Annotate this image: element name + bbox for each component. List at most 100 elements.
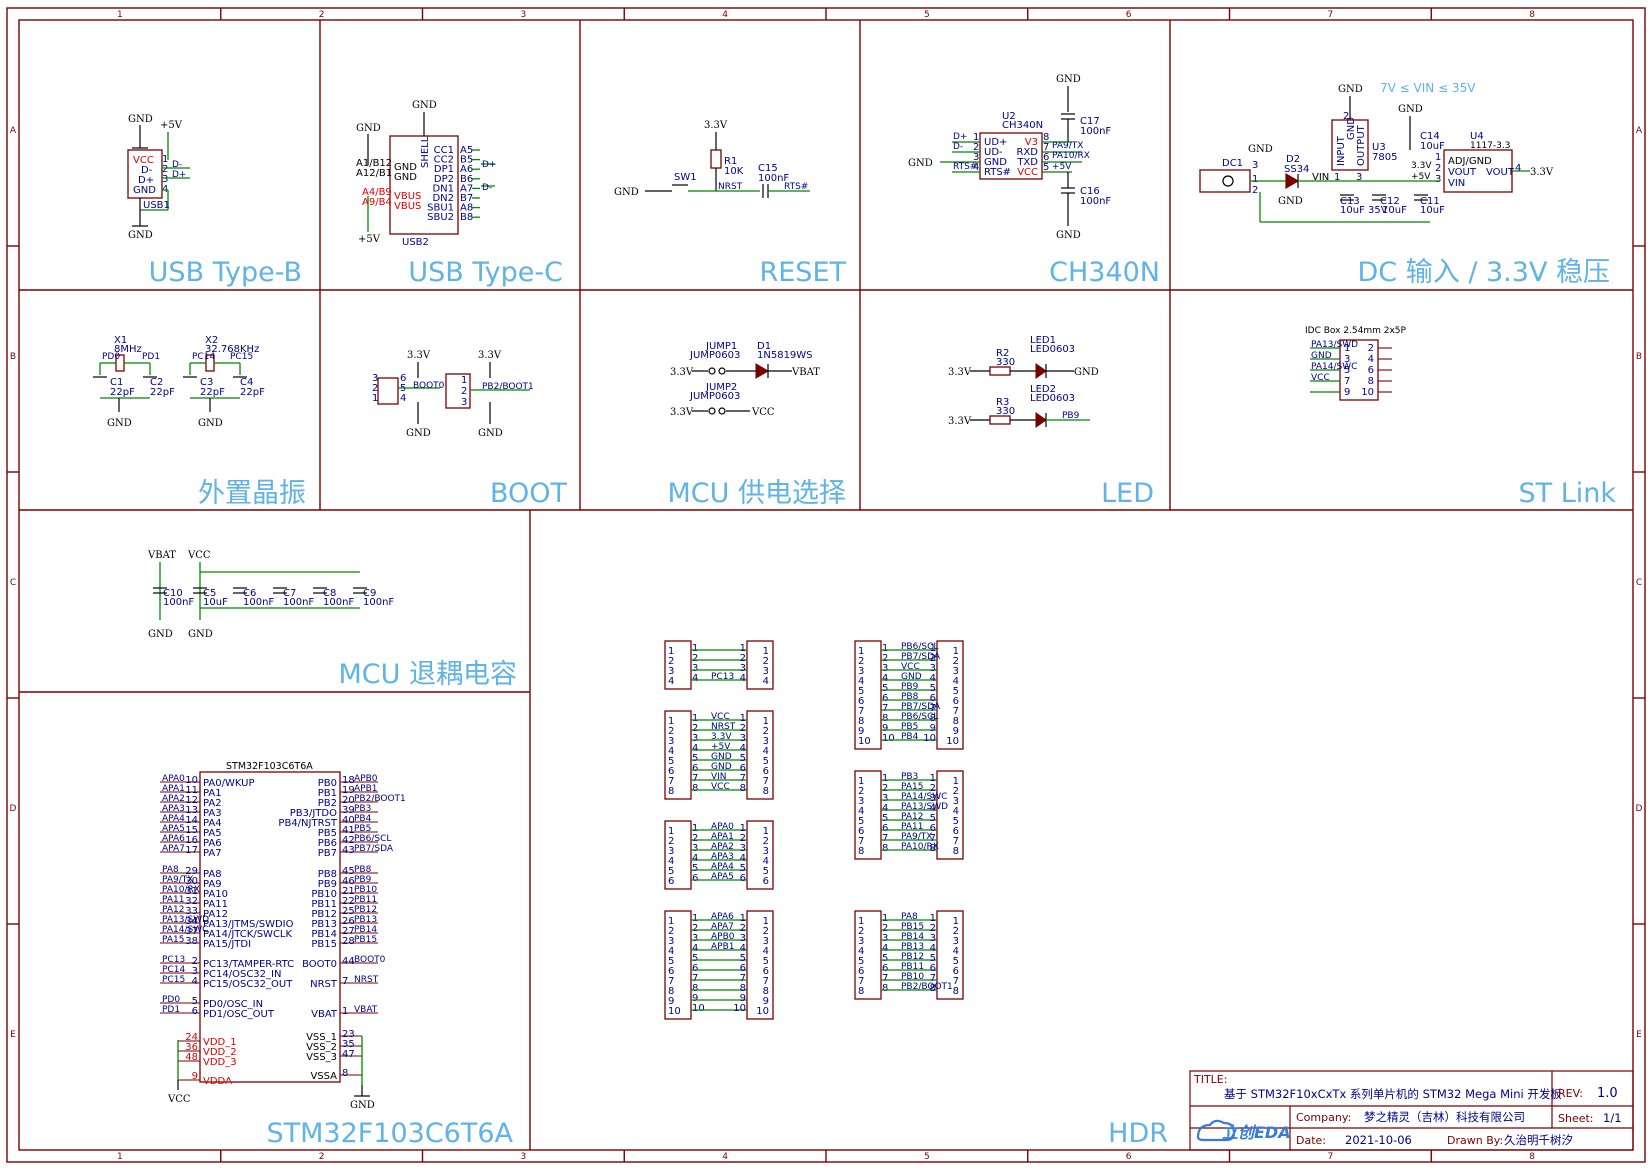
dc-pin-num: 1 [1252, 174, 1258, 185]
header-pin-num: 2 [953, 926, 959, 937]
boot1-header [445, 373, 471, 409]
net-label: PA9/TX [901, 832, 932, 842]
header-pin-num: 3 [692, 843, 698, 854]
mcu-pin-name: PB2 [318, 798, 337, 809]
sheet-value: 1/1 [1603, 1111, 1622, 1125]
gnd-label: GND [128, 230, 153, 241]
dc-jack [1199, 169, 1251, 193]
net-label: D- [482, 183, 492, 193]
header-pin-num: 5 [858, 686, 864, 697]
header-left [854, 640, 882, 750]
u4-pin: VIN [1448, 178, 1465, 189]
net-label: NRST [711, 722, 736, 732]
vcc-label: VCC [167, 1094, 191, 1105]
net-label: PA13/SWD [1311, 340, 1358, 350]
header-pin-num: 8 [740, 783, 746, 794]
header-pin-num: 2 [763, 656, 769, 667]
reset-block: 3.3V R1 10K GND SW1 NRST C15 100nF RTS# [614, 120, 810, 198]
header-pin-num: 5 [668, 866, 674, 877]
usb-c-left-pin: A12/B1 [356, 168, 392, 179]
mcu-pin-num: 5 [192, 996, 198, 1007]
net-label: PB7/SDA [901, 702, 941, 712]
header-pin-num: 7 [858, 976, 864, 987]
net-label: PB4 [901, 732, 919, 742]
net-label: PB2/BOOT1 [354, 794, 406, 804]
u3-pin-num: 2 [1343, 111, 1349, 122]
header-pin-num: 8 [763, 786, 769, 797]
net-label: APB1 [711, 942, 734, 952]
net-label: PC14 [162, 965, 185, 975]
net-label: APA5 [711, 872, 734, 882]
led1-part: LED0603 [1030, 344, 1075, 355]
header-pin-num: 5 [930, 813, 936, 824]
mcu-pin-num: 37 [185, 926, 198, 937]
decap-ref: C10 [163, 588, 183, 599]
usb-c-right-pin: B6 [460, 174, 473, 185]
net-label: PA9/TX [162, 875, 193, 885]
jump2-part: JUMP0603 [689, 391, 740, 402]
header-pin-num: 8 [930, 843, 936, 854]
jump1-part: JUMP0603 [689, 350, 740, 361]
header-pin-num: 9 [930, 723, 936, 734]
boot-pin-num: 1 [372, 393, 378, 404]
net-label: PB10 [354, 885, 377, 895]
header-pin-num: 1 [858, 776, 864, 787]
pd1-net: PD1 [142, 352, 160, 362]
gnd-label: GND [1056, 74, 1081, 85]
header-pin-num: 4 [740, 743, 746, 754]
header-pin-num: 5 [882, 813, 888, 824]
header-right [936, 910, 964, 1000]
header-pin-num: 7 [953, 976, 959, 987]
section-title-ch340n: CH340N [1049, 257, 1160, 288]
gnd-label: GND [148, 629, 173, 640]
net-label: APA2 [162, 794, 185, 804]
header-pin-num: 6 [858, 966, 864, 977]
header-pin-num: 7 [763, 776, 769, 787]
mcu-pin-num: 35 [342, 1039, 355, 1050]
usb-c-right-pin: B7 [460, 193, 473, 204]
u4-pin-num: 2 [1435, 163, 1441, 174]
net-label: PA10/RX [901, 842, 939, 852]
header-pin-num: 6 [692, 963, 698, 974]
header-pin-num: 9 [882, 723, 888, 734]
gnd-label: GND [188, 629, 213, 640]
u4-ref: U4 [1470, 131, 1484, 142]
c2-value: 22pF [150, 387, 175, 398]
c15-ref: C15 [758, 163, 778, 174]
stlink-pin-num: 5 [1344, 365, 1350, 376]
ch340-pin-num: 6 [1043, 152, 1049, 163]
u3-ref: U3 [1372, 142, 1386, 153]
usb-b-connector [127, 149, 163, 199]
net-label: APA4 [162, 814, 185, 824]
header-pin-num: 7 [858, 836, 864, 847]
usb-c-left-pin: A9/B4 [362, 197, 392, 208]
header-pin-num: 5 [692, 863, 698, 874]
c11-value: 10uF [1420, 205, 1445, 216]
header-pin-num: 9 [858, 726, 864, 737]
header-pin-num: 7 [692, 773, 698, 784]
v33-label: 3.3V [948, 367, 972, 378]
header-pin-num: 4 [882, 673, 888, 684]
usb-c-inner-right: DN1 [432, 183, 454, 194]
mcu-pin-num: 15 [185, 825, 198, 836]
net-label: PB9 [354, 875, 372, 885]
header-right [746, 710, 774, 800]
header-pin-num: 1 [740, 913, 746, 924]
c16-value: 100nF [1080, 196, 1111, 207]
mcu-pin-num: 34 [185, 916, 198, 927]
net-label: PB11 [901, 962, 924, 972]
ch340-pin-num: 5 [1043, 162, 1049, 173]
header-pin-num: 4 [882, 943, 888, 954]
ruler-row-label: D [1636, 804, 1643, 814]
boot-pin-num: 3 [461, 397, 467, 408]
mcu-pin-name: VDD_3 [203, 1057, 237, 1068]
x1-value: 8MHz [114, 344, 142, 355]
net-label: GND [711, 762, 732, 772]
c1-value: 22pF [110, 387, 135, 398]
usb-b-pin-dm: D- [141, 165, 153, 176]
header-pin-num: 5 [740, 953, 746, 964]
net-label: APA6 [711, 912, 734, 922]
